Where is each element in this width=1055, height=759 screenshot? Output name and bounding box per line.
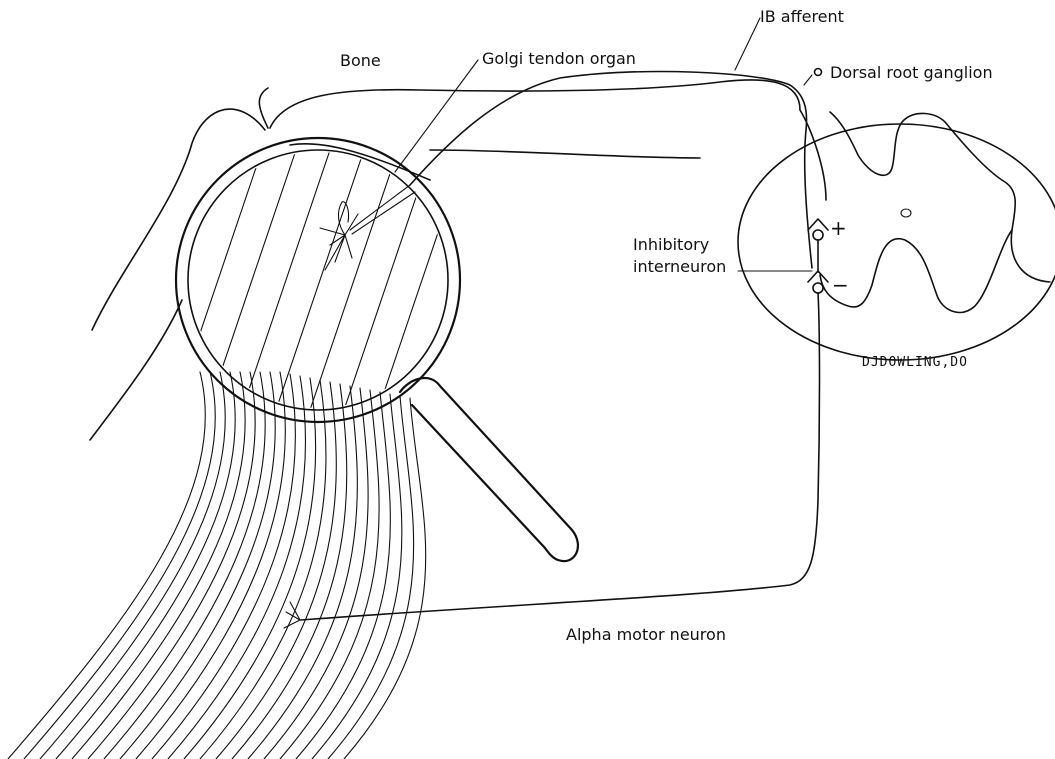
tendon-fiber bbox=[310, 150, 398, 410]
golgi-leader-line bbox=[395, 60, 478, 172]
label-golgi-tendon-organ: Golgi tendon organ bbox=[482, 49, 636, 68]
muscle-fiber bbox=[88, 372, 255, 759]
magnifier-handle bbox=[400, 378, 578, 561]
artist-credit: DJDOWLING,DO bbox=[862, 355, 968, 370]
label-dorsal-root-ganglion: Dorsal root ganglion bbox=[830, 63, 993, 82]
alpha-motor-neuron-axon bbox=[284, 293, 820, 628]
tendon-fiber bbox=[208, 150, 296, 410]
muscle-fiber bbox=[152, 374, 295, 759]
dorsal-root-ganglion bbox=[804, 69, 822, 86]
tendon-fibers bbox=[174, 150, 534, 410]
plus-sign: + bbox=[830, 216, 847, 240]
label-bone: Bone bbox=[340, 51, 381, 70]
tendon-fiber bbox=[174, 150, 262, 410]
muscle-fiber bbox=[104, 372, 265, 759]
inhibitory-interneuron-cell bbox=[808, 240, 828, 293]
tendon-fiber bbox=[276, 150, 364, 410]
label-alpha-motor-neuron: Alpha motor neuron bbox=[566, 625, 726, 644]
label-interneuron: interneuron bbox=[633, 257, 726, 276]
muscle-fiber bbox=[328, 396, 414, 759]
muscle-outline bbox=[90, 109, 265, 440]
minus-sign: − bbox=[832, 273, 849, 297]
muscle-fiber bbox=[232, 384, 347, 759]
excitatory-synapse bbox=[808, 219, 828, 240]
tendon-fiber bbox=[242, 150, 330, 410]
muscle-fiber bbox=[136, 372, 285, 759]
spinal-cord-section bbox=[738, 110, 1055, 360]
tendon-fiber bbox=[344, 150, 432, 410]
muscle-fiber bbox=[56, 372, 235, 759]
golgi-tendon-organ-receptor bbox=[320, 185, 415, 270]
muscle-fibers bbox=[8, 372, 426, 759]
bone bbox=[259, 80, 800, 158]
tendon-fiber bbox=[412, 150, 500, 410]
tendon-fiber bbox=[378, 150, 466, 410]
label-ib-afferent: IB afferent bbox=[760, 7, 844, 26]
label-inhibitory: Inhibitory bbox=[633, 235, 709, 254]
muscle-fiber bbox=[8, 372, 205, 759]
